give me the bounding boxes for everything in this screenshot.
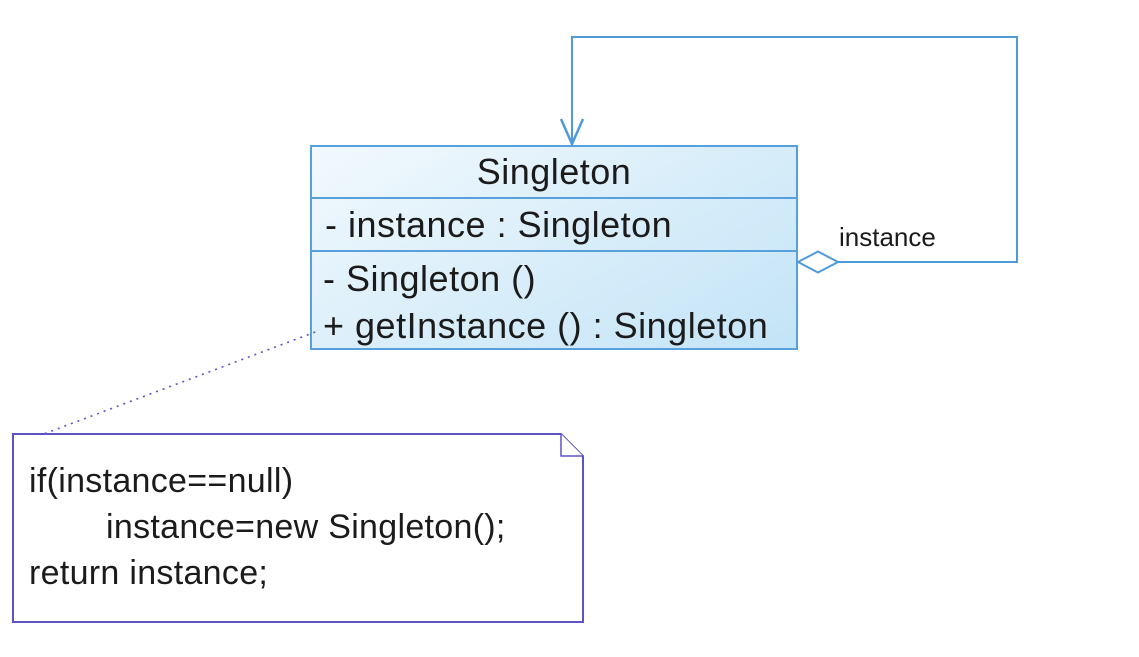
class-method: - Singleton () bbox=[323, 258, 537, 299]
note-fold-icon bbox=[560, 434, 583, 457]
class-attribute: - instance : Singleton bbox=[325, 203, 673, 245]
class-name: Singleton bbox=[476, 151, 632, 192]
class-methods-compartment: - Singleton () + getInstance () : Single… bbox=[312, 250, 796, 349]
note-line: return instance; bbox=[29, 554, 269, 592]
note-line: if(instance==null) bbox=[29, 462, 294, 500]
association-label: instance bbox=[839, 222, 936, 252]
singleton-class-box: Singleton - instance : Singleton - Singl… bbox=[310, 145, 798, 350]
aggregation-diamond-icon bbox=[795, 250, 841, 274]
note-text: if(instance==null) instance=new Singleto… bbox=[29, 458, 506, 596]
association-arrow-icon bbox=[559, 118, 585, 148]
note-connector-line bbox=[24, 330, 319, 442]
class-method: + getInstance () : Singleton bbox=[323, 305, 769, 346]
note-line: instance=new Singleton(); bbox=[106, 508, 506, 546]
